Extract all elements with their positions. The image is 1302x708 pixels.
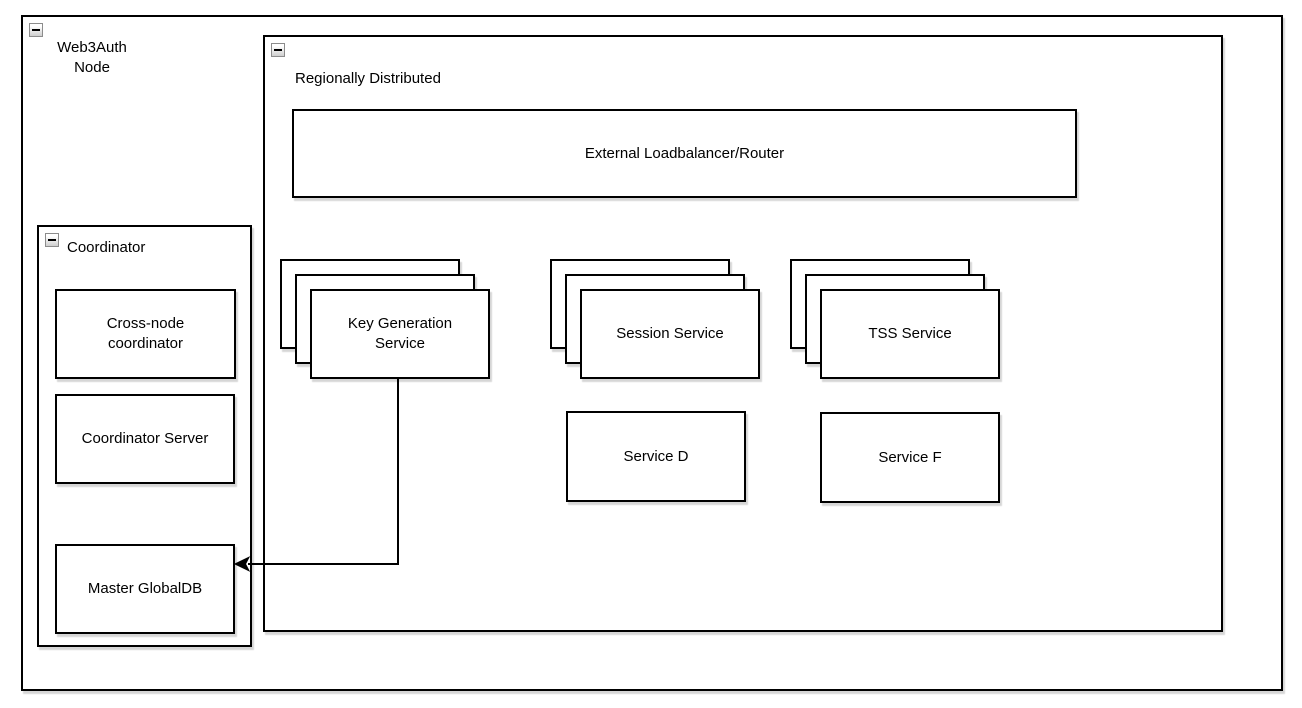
node-stack-session-service[interactable]: Session Service bbox=[550, 259, 760, 379]
node-coordinator-server[interactable]: Coordinator Server bbox=[55, 394, 235, 484]
node-service-d[interactable]: Service D bbox=[566, 411, 746, 502]
node-label: Service F bbox=[878, 448, 942, 466]
node-external-loadbalancer[interactable]: External Loadbalancer/Router bbox=[292, 109, 1077, 198]
collapse-minus-icon-web3auth[interactable] bbox=[29, 23, 43, 37]
group-label-coordinator: Coordinator bbox=[67, 239, 146, 256]
node-cross-node-coordinator[interactable]: Cross-node coordinator bbox=[55, 289, 236, 379]
node-tss-service[interactable]: TSS Service bbox=[820, 289, 1000, 379]
node-key-generation-service[interactable]: Key Generation Service bbox=[310, 289, 490, 379]
minus-glyph bbox=[32, 29, 40, 31]
group-label-web3auth-node: Web3Auth Node bbox=[57, 39, 127, 76]
node-service-f[interactable]: Service F bbox=[820, 412, 1000, 503]
node-master-globaldb[interactable]: Master GlobalDB bbox=[55, 544, 235, 634]
node-label: TSS Service bbox=[868, 325, 952, 342]
collapse-minus-icon-regional[interactable] bbox=[271, 43, 285, 57]
node-label: External Loadbalancer/Router bbox=[584, 144, 785, 162]
node-label: Coordinator Server bbox=[81, 430, 209, 447]
group-regionally-distributed[interactable]: Regionally Distributed (One Kube Cluster… bbox=[263, 35, 1223, 632]
group-label-line1: Regionally Distributed bbox=[295, 70, 441, 87]
group-coordinator[interactable]: Coordinator Cross-node coordinator Coord… bbox=[37, 225, 252, 647]
collapse-minus-icon-coordinator[interactable] bbox=[45, 233, 59, 247]
minus-glyph bbox=[48, 239, 56, 241]
minus-glyph bbox=[274, 49, 282, 51]
node-label: Session Service bbox=[616, 325, 724, 342]
node-label: Key Generation Service bbox=[347, 315, 453, 352]
node-session-service[interactable]: Session Service bbox=[580, 289, 760, 379]
node-label: Cross-node coordinator bbox=[106, 315, 185, 352]
node-label: Service D bbox=[623, 447, 689, 465]
node-stack-tss-service[interactable]: TSS Service bbox=[790, 259, 1000, 379]
node-stack-key-generation-service[interactable]: Key Generation Service bbox=[280, 259, 490, 379]
node-label: Master GlobalDB bbox=[87, 580, 203, 597]
